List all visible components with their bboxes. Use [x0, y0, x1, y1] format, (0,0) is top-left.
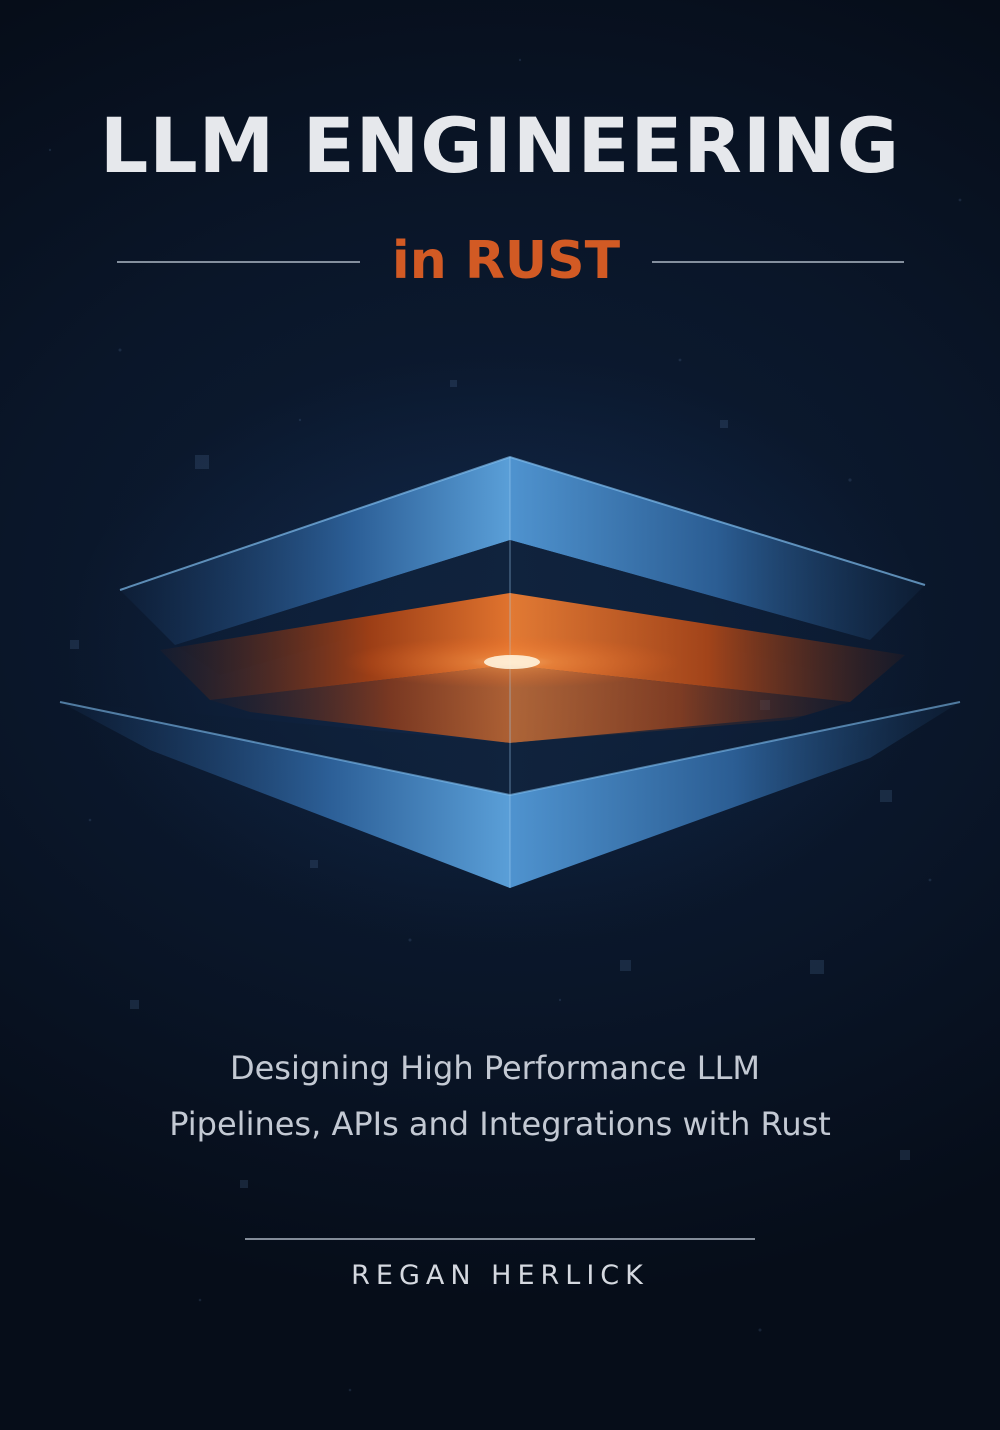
subtitle-rule-left	[117, 261, 360, 263]
tagline-line-1: Designing High Performance LLM	[229, 1049, 761, 1087]
author-name: REGAN HERLICK	[351, 1260, 649, 1291]
tagline: Designing High Performance LLM Pipelines…	[0, 1040, 1000, 1152]
book-title: LLM ENGINEERING	[99, 101, 901, 190]
subtitle-row: in RUST	[0, 228, 1000, 298]
tagline-line-2: Pipelines, APIs and Integrations with Ru…	[169, 1105, 831, 1143]
layered-chevron-emblem-icon	[59, 455, 961, 888]
author-divider	[245, 1238, 755, 1240]
book-subtitle: in RUST	[391, 231, 621, 291]
subtitle-rule-right	[652, 261, 904, 263]
